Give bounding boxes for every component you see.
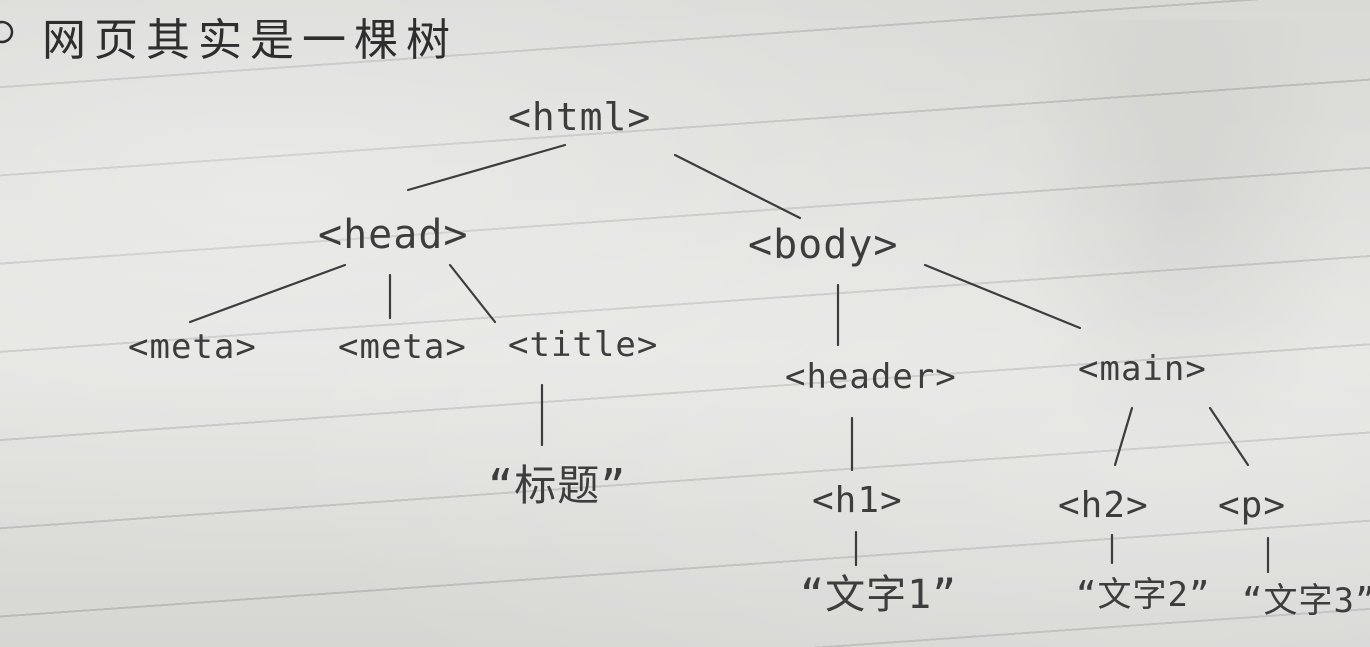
edge-head-title [448,263,497,324]
node-head: <head> [318,212,469,258]
bullet-circle-icon [0,20,14,44]
node-title-text: “标题” [488,461,627,510]
tree-nodes: <html> <head> <body> <meta> <meta> <titl… [128,95,1370,621]
node-p: <p> [1218,485,1286,526]
node-html: <html> [508,95,651,139]
edge-main-h2 [1113,406,1134,467]
node-title: <title> [508,325,658,365]
node-main: <main> [1078,349,1207,389]
node-text-3: “文字3” [1242,581,1370,621]
node-meta-2: <meta> [338,327,467,367]
edge-html-head [406,143,567,192]
edge-main-p [1208,406,1250,467]
node-h2: <h2> [1058,485,1149,526]
node-h1: <h1> [812,480,903,521]
edge-html-body [673,153,802,220]
node-meta-1: <meta> [128,327,257,367]
node-body: <body> [748,222,899,268]
node-header: <header> [785,357,957,397]
tree-edges [188,143,1270,574]
edge-body-main [923,263,1082,330]
node-text-1: “文字1” [800,572,957,618]
diagram-title: 网页其实是一棵树 [42,15,458,66]
node-text-2: “文字2” [1076,575,1210,615]
page-bleed-through [1010,20,1350,480]
edge-head-meta1 [188,263,347,324]
